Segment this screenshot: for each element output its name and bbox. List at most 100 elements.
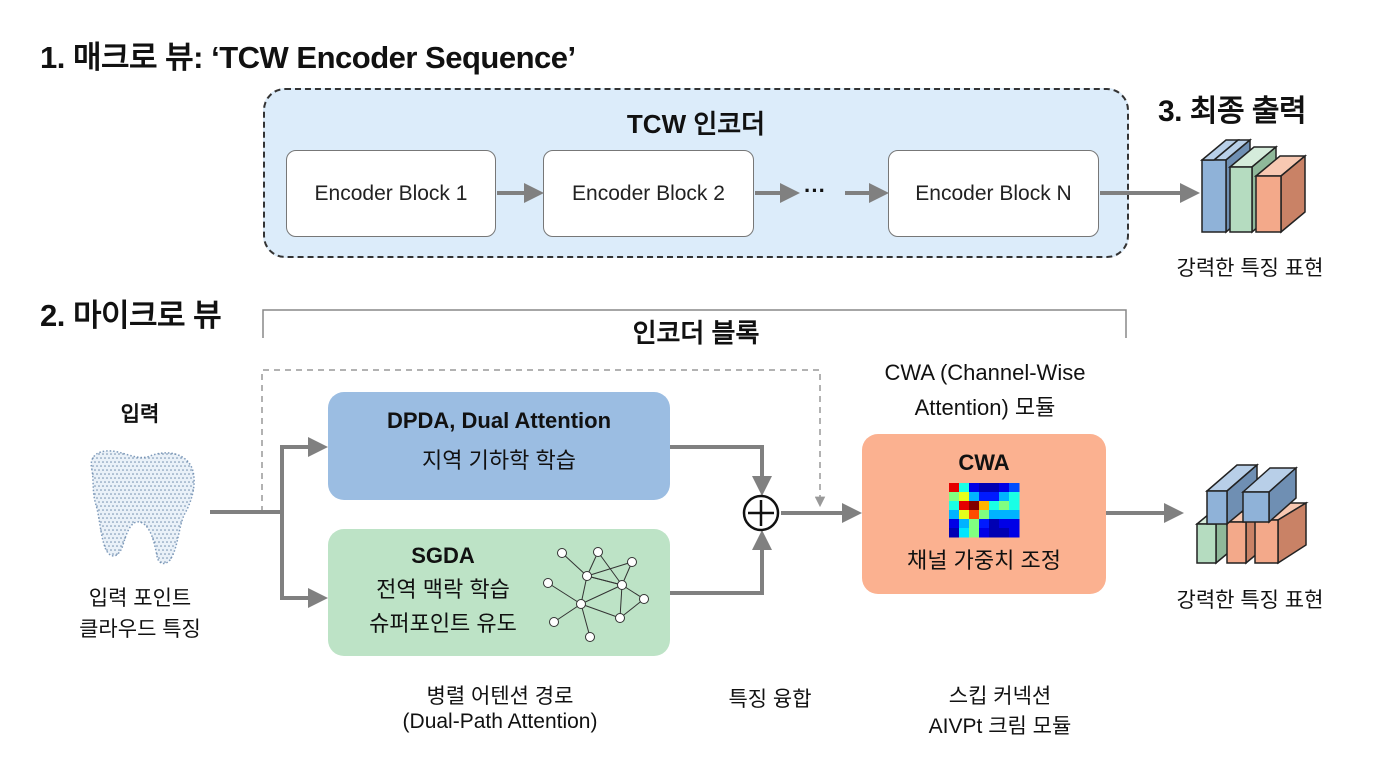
tooth-point: [122, 461, 124, 463]
tooth-point: [94, 469, 96, 471]
tooth-point: [100, 497, 102, 499]
tooth-point: [170, 461, 172, 463]
tooth-point: [182, 469, 184, 471]
tooth-point: [116, 465, 118, 467]
arrow-to-sgda: [280, 512, 328, 608]
tooth-point: [174, 509, 176, 511]
tooth-point: [164, 545, 166, 547]
tooth-point: [158, 509, 160, 511]
tooth-point: [152, 513, 154, 515]
tooth-point: [116, 529, 118, 531]
cwa-header-line1: CWA (Channel-Wise: [884, 360, 1086, 385]
tooth-point: [136, 505, 138, 507]
tooth-point: [122, 525, 124, 527]
tooth-point: [162, 517, 164, 519]
tooth-point: [170, 469, 172, 471]
tooth-point: [190, 469, 192, 471]
tooth-point: [104, 481, 106, 483]
tooth-point: [166, 485, 168, 487]
tooth-point: [136, 497, 138, 499]
tooth-point: [168, 521, 170, 523]
heatmap-cell: [959, 528, 970, 538]
tooth-point: [164, 481, 166, 483]
tooth-point: [188, 489, 190, 491]
tooth-point: [150, 477, 152, 479]
encoder-block-n[interactable]: Encoder Block N: [888, 150, 1099, 237]
tooth-point: [164, 505, 166, 507]
heatmap-cell: [969, 501, 980, 511]
tooth-point: [164, 537, 166, 539]
skip-connection-arrow: [261, 369, 826, 512]
tooth-point: [154, 501, 156, 503]
tooth-point: [178, 485, 180, 487]
tooth-point: [172, 489, 174, 491]
tooth-point: [114, 541, 116, 543]
tooth-point: [140, 465, 142, 467]
cwa-title: CWA: [958, 450, 1010, 475]
tooth-point: [162, 525, 164, 527]
tooth-point: [98, 461, 100, 463]
tooth-point: [148, 481, 150, 483]
tooth-point: [182, 501, 184, 503]
tooth-point: [160, 513, 162, 515]
tooth-point: [180, 497, 182, 499]
tooth-point: [124, 457, 126, 459]
tooth-point: [154, 485, 156, 487]
tooth-point: [162, 557, 164, 559]
arrow-to-dpda: [280, 437, 328, 512]
tooth-point: [158, 469, 160, 471]
tooth-point: [138, 461, 140, 463]
tooth-point: [140, 489, 142, 491]
tooth-point: [124, 497, 126, 499]
tooth-point: [112, 545, 114, 547]
tooth-point: [174, 533, 176, 535]
tooth-point: [184, 497, 186, 499]
tooth-point: [114, 533, 116, 535]
heatmap-cell: [979, 483, 990, 493]
tooth-point: [110, 453, 112, 455]
heatmap-cell: [969, 519, 980, 529]
tooth-point: [170, 477, 172, 479]
tooth-point: [178, 477, 180, 479]
tooth-point: [140, 473, 142, 475]
tooth-point: [170, 557, 172, 559]
tooth-point: [118, 477, 120, 479]
tooth-point: [180, 457, 182, 459]
tooth-point: [168, 481, 170, 483]
tooth-point: [102, 493, 104, 495]
tooth-point: [174, 501, 176, 503]
heatmap-cell: [979, 501, 990, 511]
macro-view-title: 1. 매크로 뷰: ‘TCW Encoder Sequence’: [40, 40, 576, 75]
tooth-point: [130, 501, 132, 503]
tooth-point: [136, 457, 138, 459]
tooth-point: [180, 521, 182, 523]
heatmap-cell: [979, 492, 990, 502]
tooth-point: [104, 545, 106, 547]
tooth-point: [120, 505, 122, 507]
tooth-point: [158, 453, 160, 455]
tooth-point: [110, 549, 112, 551]
tooth-point: [172, 473, 174, 475]
tooth-point: [116, 553, 118, 555]
dpda-box[interactable]: DPDA, Dual Attention 지역 기하학 학습: [328, 392, 670, 500]
tooth-point: [100, 513, 102, 515]
encoder-block-2[interactable]: Encoder Block 2: [543, 150, 754, 237]
tooth-point: [128, 473, 130, 475]
tooth-point: [112, 457, 114, 459]
tooth-point: [164, 553, 166, 555]
tooth-point: [118, 509, 120, 511]
tooth-point: [150, 461, 152, 463]
tooth-point: [98, 501, 100, 503]
tooth-point: [160, 537, 162, 539]
tooth-point: [162, 501, 164, 503]
tooth-point: [166, 509, 168, 511]
encoder-block-1[interactable]: Encoder Block 1: [286, 150, 496, 237]
tooth-point: [160, 545, 162, 547]
sgda-box[interactable]: SGDA 전역 맥락 학습 슈퍼포인트 유도: [328, 529, 670, 656]
tooth-point: [188, 465, 190, 467]
tooth-point: [106, 501, 108, 503]
tooth-point: [114, 549, 116, 551]
tooth-point: [122, 477, 124, 479]
tooth-point: [128, 465, 130, 467]
